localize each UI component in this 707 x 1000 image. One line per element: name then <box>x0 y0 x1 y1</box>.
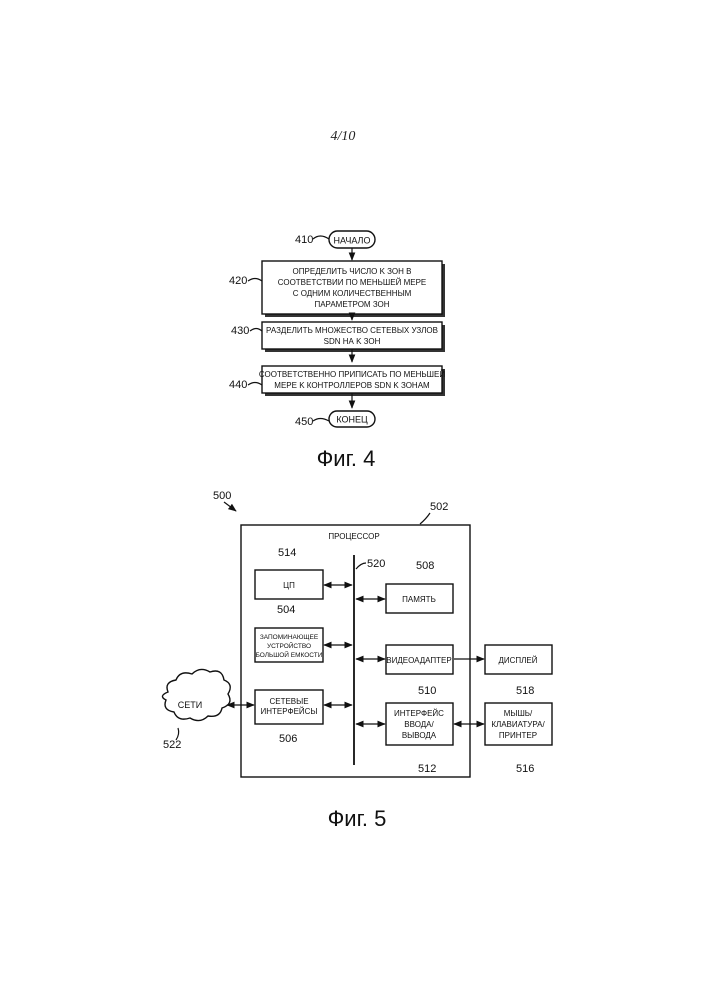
start-label: НАЧАЛО <box>334 236 371 246</box>
step-430-line-2: SDN НА K ЗОН <box>324 337 381 346</box>
ref-430: 430 <box>231 325 249 337</box>
ref-506: 506 <box>279 733 297 745</box>
ref-508: 508 <box>416 560 434 572</box>
ref-514: 514 <box>278 547 296 559</box>
network-cloud-icon <box>162 669 230 720</box>
network-interfaces-line-1: СЕТЕВЫЕ <box>269 697 308 706</box>
fig4-flowchart: НАЧАЛО 410 ОПРЕДЕЛИТЬ ЧИСЛО K ЗОН В СООТ… <box>229 231 445 471</box>
ref-420: 420 <box>229 275 247 287</box>
ref-504: 504 <box>277 604 295 616</box>
ref-522: 522 <box>163 739 181 751</box>
fig5-caption: Фиг. 5 <box>328 806 387 831</box>
memory-label: ПАМЯТЬ <box>402 595 436 604</box>
step-440-line-1: СООТВЕТСТВЕННО ПРИПИСАТЬ ПО МЕНЬШЕЙ <box>259 370 445 379</box>
ref-500: 500 <box>213 490 231 502</box>
leader-500 <box>224 502 236 511</box>
peripherals-line-1: МЫШЬ/ <box>504 709 533 718</box>
step-440-line-2: МЕРЕ K КОНТРОЛЛЕРОВ SDN K ЗОНАМ <box>274 381 430 390</box>
step-420-line-1: ОПРЕДЕЛИТЬ ЧИСЛО K ЗОН В <box>293 267 412 276</box>
end-label: КОНЕЦ <box>336 415 368 425</box>
ref-440: 440 <box>229 379 247 391</box>
mass-storage-line-1: ЗАПОМИНАЮЩЕЕ <box>260 634 319 641</box>
peripherals-line-2: КЛАВИАТУРА/ <box>491 720 545 729</box>
mass-storage-line-3: БОЛЬШОЙ ЕМКОСТИ <box>256 650 323 659</box>
step-420-line-2: СООТВЕТСТВИИ ПО МЕНЬШЕЙ МЕРЕ <box>278 278 426 287</box>
leader-410 <box>313 236 329 239</box>
ref-450: 450 <box>295 416 313 428</box>
ref-516: 516 <box>516 763 534 775</box>
peripherals-line-3: ПРИНТЕР <box>499 731 537 740</box>
ref-520: 520 <box>367 558 385 570</box>
cpu-label: ЦП <box>283 581 295 590</box>
network-interfaces-line-2: ИНТЕРФЕЙСЫ <box>260 707 317 716</box>
leader-450 <box>313 419 329 422</box>
leader-420 <box>248 279 262 282</box>
step-420-line-4: ПАРАМЕТРОМ ЗОН <box>314 300 389 309</box>
video-adapter-label: ВИДЕОАДАПТЕР <box>386 656 451 665</box>
leader-502 <box>420 513 430 524</box>
step-420-line-3: С ОДНИМ КОЛИЧЕСТВЕННЫМ <box>293 289 412 298</box>
leader-430 <box>250 329 262 332</box>
processor-label: ПРОЦЕССОР <box>328 532 379 541</box>
io-interface-line-3: ВЫВОДА <box>402 731 437 740</box>
leader-440 <box>248 383 262 386</box>
io-interface-line-1: ИНТЕРФЕЙС <box>394 709 444 718</box>
ref-502: 502 <box>430 501 448 513</box>
fig5-block-diagram: 500 502 ПРОЦЕССОР 520 514 ЦП 508 ПАМЯТЬ … <box>162 490 552 831</box>
ref-510: 510 <box>418 685 436 697</box>
io-interface-line-2: ВВОДА/ <box>404 720 434 729</box>
ref-410: 410 <box>295 234 313 246</box>
ref-512: 512 <box>418 763 436 775</box>
step-430-line-1: РАЗДЕЛИТЬ МНОЖЕСТВО СЕТЕВЫХ УЗЛОВ <box>266 326 438 335</box>
fig4-caption: Фиг. 4 <box>317 446 376 471</box>
page-number: 4/10 <box>331 129 356 144</box>
display-label: ДИСПЛЕЙ <box>498 656 537 665</box>
mass-storage-line-2: УСТРОЙСТВО <box>267 641 311 650</box>
network-cloud-label: СЕТИ <box>178 700 202 710</box>
ref-518: 518 <box>516 685 534 697</box>
